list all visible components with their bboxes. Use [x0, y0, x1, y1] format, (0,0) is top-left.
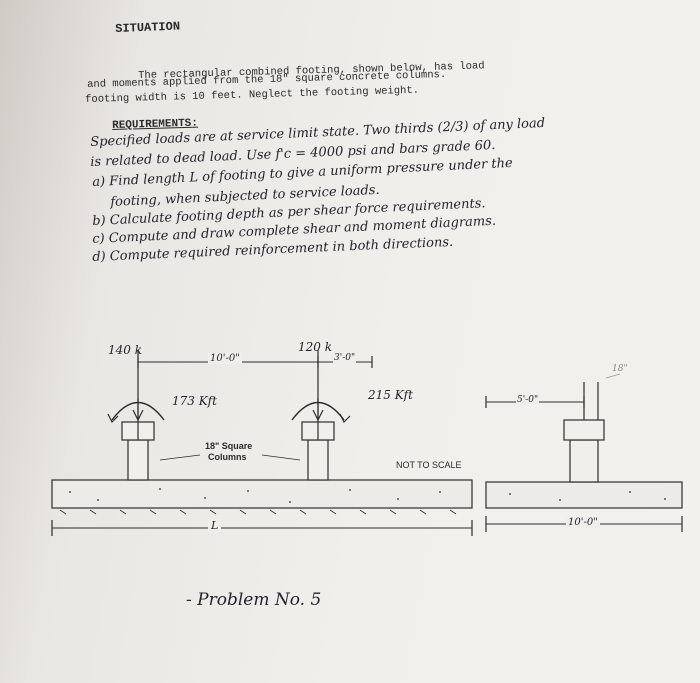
section-slab — [485, 481, 683, 509]
soil-hatch — [59, 509, 457, 515]
section-dim-top-label: 5'-0" — [516, 395, 540, 405]
section-column-cap — [563, 419, 605, 441]
problem-label: - Problem No. 5 — [186, 590, 322, 610]
section-col-size-label: 18" — [612, 364, 628, 374]
left-column — [127, 439, 149, 481]
load-left-label: 140 k — [108, 343, 142, 357]
left-moment-arc — [111, 402, 165, 421]
section-column — [569, 439, 599, 483]
not-to-scale-label: NOT TO SCALE — [396, 460, 462, 470]
section-dim-bottom-label: 10'-0" — [566, 517, 600, 528]
right-moment-arc — [291, 402, 345, 421]
moment-right-label: 215 Kft — [368, 388, 413, 402]
dim-spacing-label: 10'-0" — [208, 353, 242, 364]
column-note-line2: Columns — [208, 452, 247, 462]
dim-overhang-label: 3'-0" — [333, 353, 357, 363]
column-note-line1: 18" Square — [205, 441, 253, 451]
load-right-label: 120 k — [298, 340, 332, 354]
moment-left-label: 173 Kft — [172, 394, 217, 408]
length-label: L — [208, 519, 222, 532]
footing-slab — [51, 479, 473, 509]
right-column — [307, 439, 329, 481]
